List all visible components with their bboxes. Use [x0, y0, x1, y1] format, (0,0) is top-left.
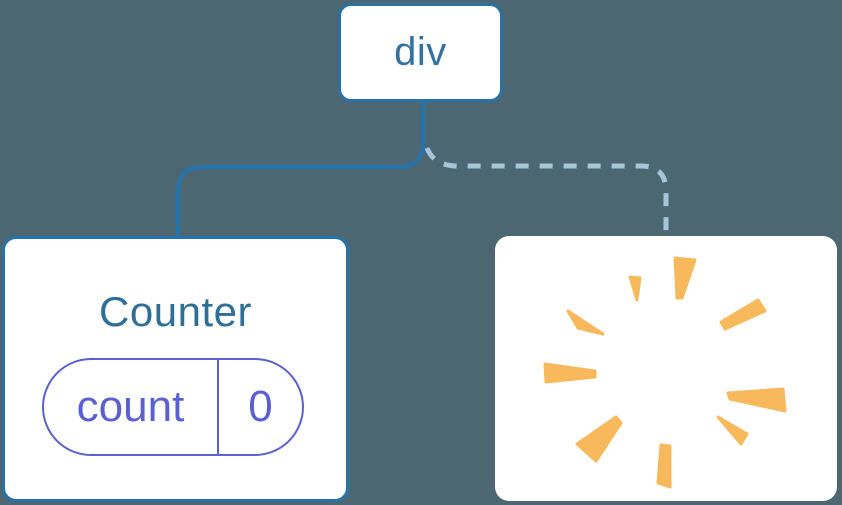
tree-node-div-label: div — [394, 30, 447, 74]
removed-component-card — [495, 236, 837, 501]
component-title: Counter — [99, 288, 252, 335]
component-card-counter: Counter count 0 — [2, 236, 349, 502]
state-key-label: count — [76, 382, 185, 431]
state-value: 0 — [217, 360, 302, 454]
connector-dashed — [424, 146, 669, 238]
connector-solid — [175, 97, 426, 240]
poof-icon — [543, 256, 787, 489]
state-pill: count 0 — [42, 358, 304, 456]
tree-node-div: div — [338, 3, 503, 102]
